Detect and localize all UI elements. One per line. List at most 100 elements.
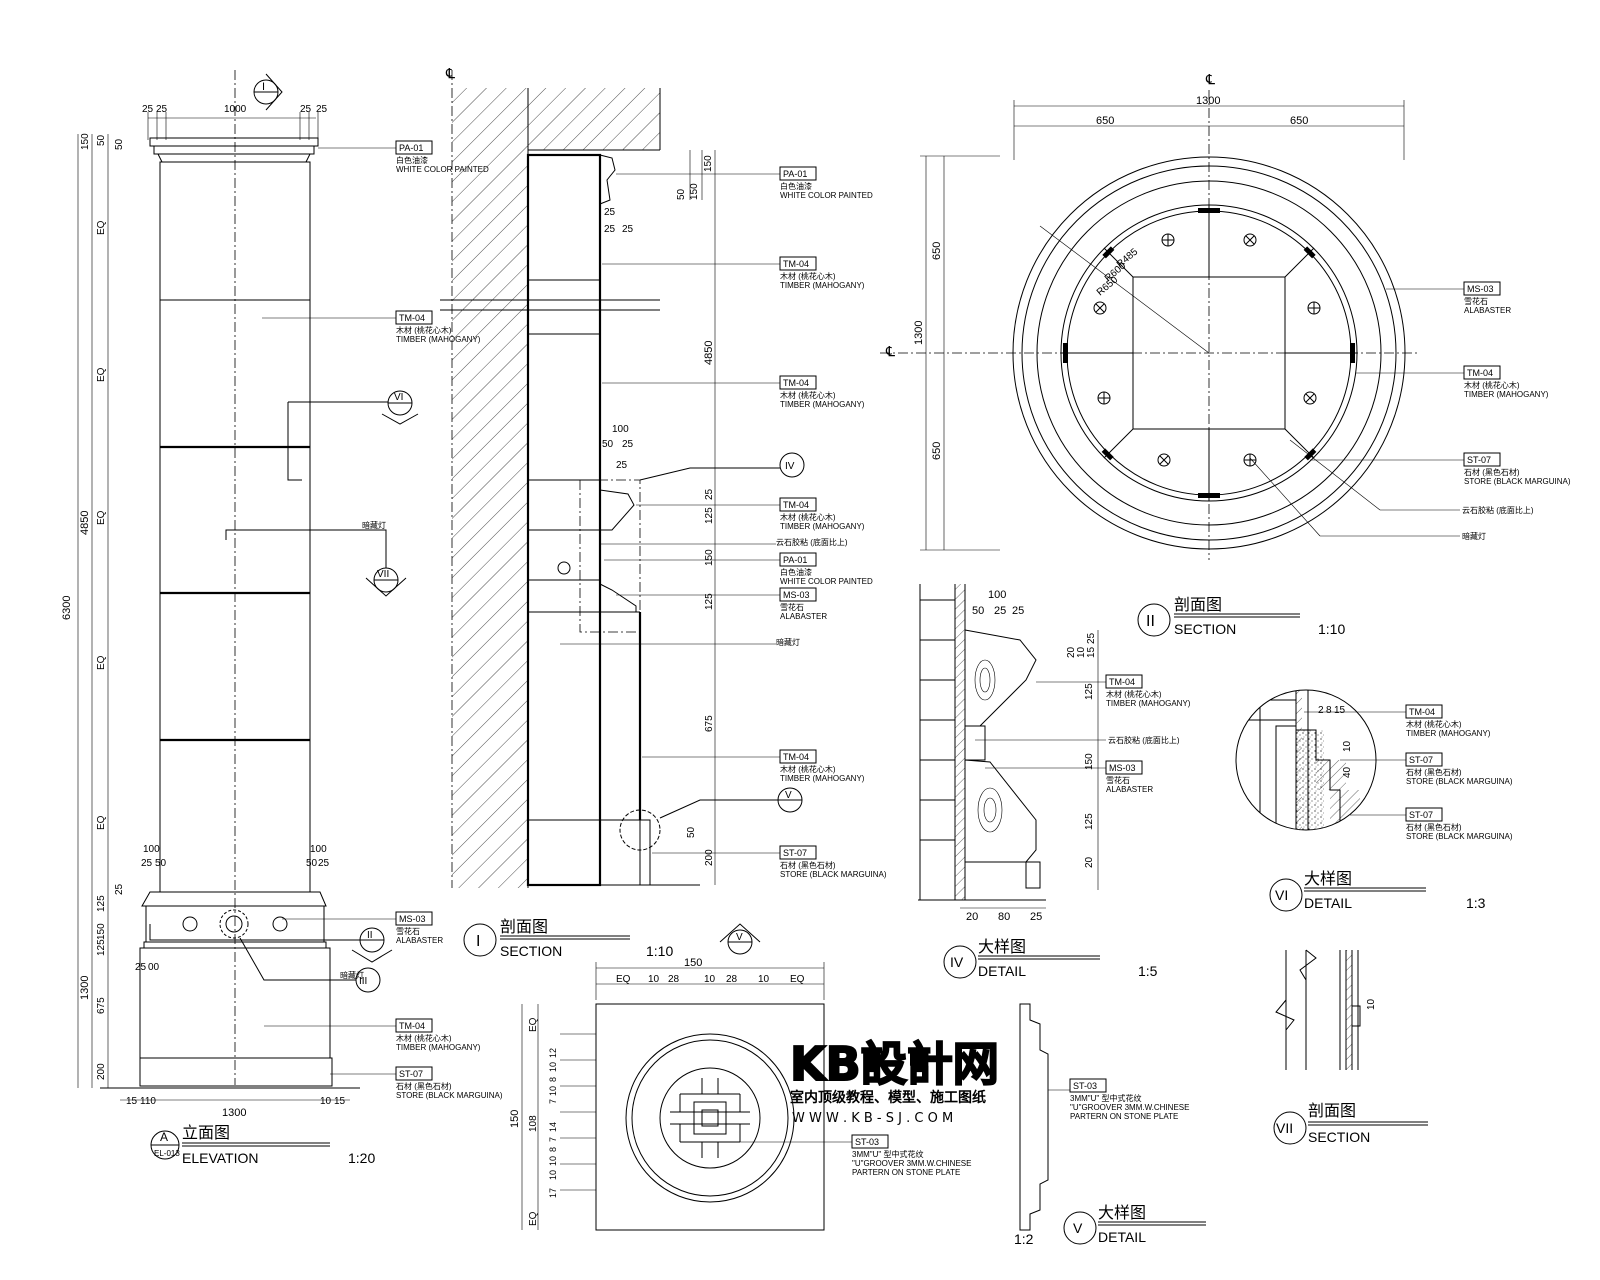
tag-code: PA-01 [783, 169, 807, 179]
section-i-title: I 剖面图 SECTION 1:10 [463, 918, 673, 959]
scale-text: 1:20 [348, 1150, 375, 1166]
dim-text: 10 [548, 1062, 558, 1072]
tag-cn: 雪花石 [780, 602, 804, 612]
dim-text: 28 [726, 974, 738, 985]
tag-cn: 石材 (黑色石材) [1406, 767, 1462, 777]
chinese-ornament [670, 1078, 750, 1158]
tag-cn: 木材 (桃花心木) [780, 512, 836, 522]
dim-text: 10 [1076, 646, 1087, 658]
watermark-url: W W W . K B - S J . C O M [792, 1111, 953, 1126]
section-i-tag-2: TM-04 木材 (桃花心木) TIMBER (MAHOGANY) [602, 375, 865, 409]
tag-code: TM-04 [1409, 707, 1435, 717]
tag-ms03: MS-03 雪花石 ALABASTER [282, 911, 443, 945]
dim-text: 50 [114, 138, 125, 150]
dim-text: 25 [141, 858, 153, 869]
dim-text: 125 [704, 593, 715, 610]
tag-code: MS-03 [783, 590, 810, 600]
tag-code: MS-03 [399, 914, 426, 924]
section-vii-view: 10 VII 剖面图 SECTION [1273, 949, 1428, 1145]
detail-marker-v[interactable]: V [659, 787, 803, 819]
scale-text: 1:10 [1318, 621, 1345, 637]
watermark: KB設計网 室内顶级教程、模型、施工图纸 W W W . K B - S J .… [789, 1036, 1000, 1126]
plan-ii-tag-2: ST-07 石材 (黑色石材) STORE (BLACK MARGUINA) [1310, 452, 1571, 486]
tag-code: MS-03 [1109, 763, 1136, 773]
detail-iv-tag-1: MS-03 雪花石 ALABASTER [985, 760, 1153, 794]
tag-code: ST-03 [855, 1137, 879, 1147]
detail-iv-tag-0: TM-04 木材 (桃花心木) TIMBER (MAHOGANY) [1036, 674, 1191, 708]
dim-text: 100 [612, 424, 629, 435]
detail-v-tag: ST-03 3MM"U" 型中式花纹 "U"GROOVER 3MM.W.CHIN… [1048, 1078, 1189, 1121]
dim-text: 80 [998, 911, 1010, 923]
dim-text: 1300 [222, 1107, 246, 1119]
section-i-tag-1: TM-04 木材 (桃花心木) TIMBER (MAHOGANY) [602, 256, 865, 290]
tag-en: ALABASTER [780, 612, 827, 621]
tag-cn: 雪花石 [1464, 296, 1488, 306]
title-cn: 大样图 [1304, 870, 1352, 888]
dim-text: 650 [1096, 115, 1114, 127]
dim-text: 25 [300, 104, 312, 115]
tag-cn: 石材 (黑色石材) [1464, 467, 1520, 477]
scale-text: 1:2 [1014, 1231, 1034, 1247]
tag-tm04: TM-04 木材 (桃花心木) TIMBER (MAHOGANY) [262, 310, 481, 344]
detail-marker-iv[interactable]: IV [639, 452, 805, 481]
tag-cn: 木材 (桃花心木) [780, 390, 836, 400]
note-text: 暗藏灯 [776, 637, 800, 647]
dim-text: EQ [96, 220, 107, 235]
detail-iv-title: IV 大样图 DETAIL 1:5 [943, 938, 1158, 979]
dim-text: 40 [1342, 766, 1353, 778]
detail-marker-iii[interactable]: III 暗藏灯 [239, 937, 381, 993]
dim-text: 00 [148, 962, 160, 973]
dim-text: 12 [548, 1048, 558, 1058]
dim-text: 200 [704, 849, 715, 866]
tag-cn: 木材 (桃花心木) [780, 271, 836, 281]
tag-en: PARTERN ON STONE PLATE [1070, 1112, 1178, 1121]
section-marker-v-top[interactable]: V [719, 923, 761, 955]
dim-text: 10 [648, 974, 660, 985]
dim-text: 25 [616, 460, 628, 471]
tag-cn: 石材 (黑色石材) [780, 860, 836, 870]
dim-text: 17 [548, 1188, 558, 1198]
dim-text: 25 [114, 883, 125, 895]
note-text: 云石胶粘 (底面比上) [1462, 505, 1534, 515]
ornament-elevation: V 150 EQ 10 28 10 28 10 EQ EQ 12 10 8 10… [509, 923, 971, 1231]
tag-code: ST-07 [1409, 755, 1433, 765]
tag-st07: ST-07 石材 (黑色石材) STORE (BLACK MARGUINA) [330, 1066, 503, 1100]
title-en: ELEVATION [182, 1150, 259, 1166]
tag-en: STORE (BLACK MARGUINA) [1406, 832, 1513, 841]
tag-code: TM-04 [399, 313, 425, 323]
dim-text: 7 [548, 1137, 558, 1142]
tag-code: TM-04 [783, 378, 809, 388]
dim-text: 8 [1326, 705, 1332, 716]
section-marker-ii[interactable]: II [149, 924, 393, 963]
section-vii-title: VII 剖面图 SECTION [1273, 1102, 1428, 1145]
dim-text: 20 [1084, 856, 1095, 868]
dim-text: 150 [1084, 753, 1095, 770]
dim-text: EQ [790, 974, 805, 985]
title-number: VI [1275, 887, 1288, 903]
scale-text: 1:3 [1466, 895, 1486, 911]
plan-ii-tag-0: MS-03 雪花石 ALABASTER [1386, 281, 1511, 315]
tag-code: ST-07 [783, 848, 807, 858]
section-marker-vi[interactable]: VI [287, 390, 419, 481]
dim-text: 100 [988, 589, 1006, 601]
elevation-title: A EL-013 立面图 ELEVATION 1:20 [150, 1124, 375, 1166]
dim-text: 10 [548, 1086, 558, 1096]
title-en: SECTION [1308, 1129, 1370, 1145]
scale-text: 1:10 [646, 943, 673, 959]
title-en: DETAIL [1098, 1229, 1146, 1245]
tag-cn: 石材 (黑色石材) [396, 1081, 452, 1091]
dim-text: 110 [140, 1096, 156, 1107]
section-marker-vii[interactable]: VII 暗藏灯 [225, 520, 407, 597]
dim-text: 4850 [79, 511, 91, 535]
title-en: DETAIL [978, 963, 1026, 979]
dim-text: 1300 [79, 976, 91, 1000]
dim-text: 25 [1030, 911, 1042, 923]
dim-text: 50 [602, 439, 614, 450]
section-i-tag-4: PA-01 白色油漆 WHITE COLOR PAINTED [604, 552, 873, 586]
dim-text: 25 [622, 439, 634, 450]
section-marker-i[interactable]: I [253, 73, 283, 111]
dim-text: 125 [1084, 813, 1095, 830]
tag-en: TIMBER (MAHOGANY) [780, 774, 865, 783]
dim-text: EQ [528, 1211, 539, 1226]
